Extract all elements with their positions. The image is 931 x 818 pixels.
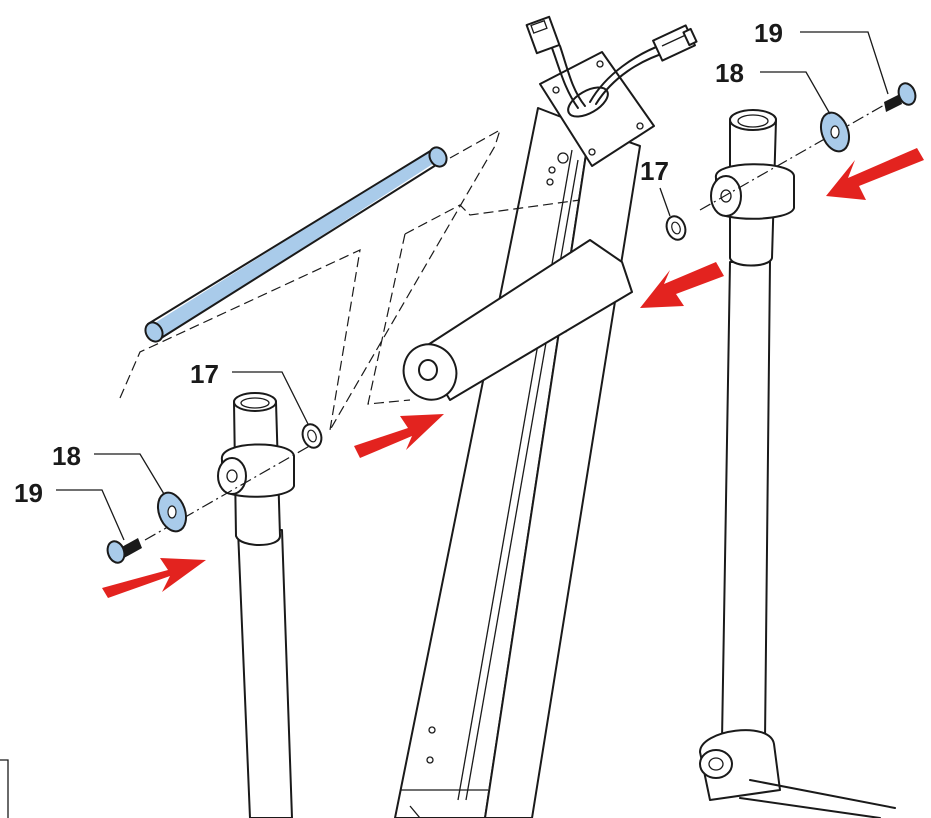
arrow-lower-left xyxy=(102,558,206,598)
callout-17-left: 17 xyxy=(190,359,219,389)
arrow-center-left xyxy=(354,414,444,458)
washer-18-lower-left xyxy=(156,491,188,533)
assembly-guide-box xyxy=(119,128,581,431)
left-arm xyxy=(217,392,295,818)
leader-18-upper xyxy=(760,71,831,115)
right-axis-line xyxy=(699,95,901,211)
arrow-upper-right xyxy=(826,148,924,200)
handle-tube xyxy=(144,146,448,343)
callout-19-upper-right: 19 xyxy=(754,18,783,48)
callout-19-lower-left: 19 xyxy=(14,478,43,508)
bolt-19-upper-right xyxy=(884,82,917,112)
ring-17-left xyxy=(301,423,323,449)
washer-18-upper-right xyxy=(819,111,851,153)
cable-connector-right xyxy=(652,24,698,62)
central-mast xyxy=(394,15,698,818)
callout-17-center: 17 xyxy=(640,156,669,186)
cable-connector-left xyxy=(525,15,561,55)
leader-19-lower xyxy=(56,489,125,541)
right-arm xyxy=(699,109,896,818)
callout-18-upper-right: 18 xyxy=(715,58,744,88)
mast-cross-bore xyxy=(402,239,633,401)
leader-17-center xyxy=(659,187,671,217)
bolt-19-lower-left xyxy=(106,538,142,564)
arrow-center-right xyxy=(640,262,724,308)
leader-17-left xyxy=(232,371,309,425)
frame-corner xyxy=(0,759,9,818)
callout-18-lower-left: 18 xyxy=(52,441,81,471)
leader-18-lower xyxy=(94,453,165,495)
ring-17-center xyxy=(665,215,687,241)
leader-19-upper xyxy=(800,31,889,95)
